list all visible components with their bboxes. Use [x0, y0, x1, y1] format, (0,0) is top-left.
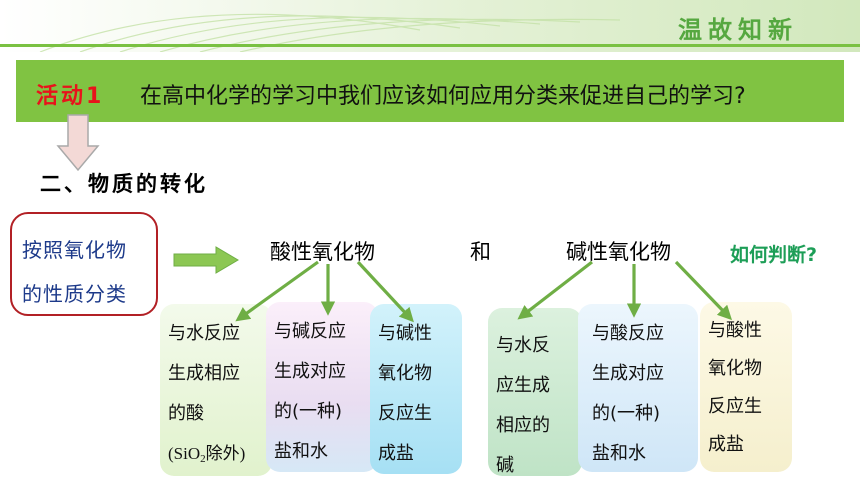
arrow-base-to-water-card [517, 260, 593, 320]
card-acid-oxide-basic-oxide: 与碱性 氧化物 反应生 成盐 [370, 304, 462, 474]
card-line: 的(一种) [274, 401, 343, 422]
card-line: 的酸 [168, 403, 204, 424]
header-decoration [39, 13, 621, 52]
card-acid-oxide-base: 与碱反应 生成对应 的(一种) 盐和水 [266, 302, 378, 472]
section-title: 二、物质的转化 [40, 172, 208, 196]
arrow-base-to-acidox-card [674, 260, 732, 321]
activity-question: 在高中化学的学习中我们应该如何应用分类来促进自己的学习? [140, 84, 746, 109]
card-line: 反应生 [708, 396, 762, 417]
card-line: 的(一种) [592, 403, 661, 424]
acidic-oxide-heading: 酸性氧化物 [270, 240, 375, 264]
card-line: 与水反 [496, 335, 550, 356]
header-rule [0, 44, 860, 47]
header-title: 温故知新 [678, 16, 798, 44]
card-line: 碱 [496, 455, 514, 476]
down-arrow-icon [56, 114, 100, 172]
card-line: 应生成 [496, 375, 550, 396]
card-line: 反应生 [378, 403, 432, 424]
sio2-exception-note: (SiO2除外) [168, 444, 246, 465]
arrow-acid-to-water-card [235, 260, 319, 322]
classify-line-1: 按照氧化物 [22, 238, 127, 262]
and-text: 和 [470, 240, 491, 264]
classify-box [10, 212, 158, 316]
activity-banner [16, 60, 844, 122]
card-line: 与酸性 [708, 320, 762, 341]
classify-line-2: 的性质分类 [22, 282, 127, 306]
header-band [0, 0, 860, 52]
card-line: 生成对应 [274, 361, 346, 382]
card-line: 与水反应 [168, 323, 240, 344]
card-line: 氧化物 [708, 358, 762, 379]
card-line: 成盐 [708, 434, 744, 455]
card-acid-oxide-water: 与水反应 生成相应 的酸 (SiO2除外) [160, 304, 272, 476]
card-line: 与碱性 [378, 323, 432, 344]
card-line: 盐和水 [592, 443, 646, 464]
activity-label: 活动1 [36, 84, 105, 109]
card-line: 成盐 [378, 443, 414, 464]
card-line: 生成相应 [168, 363, 240, 384]
basic-oxide-heading: 碱性氧化物 [566, 240, 671, 264]
card-basic-oxide-acidic-oxide: 与酸性 氧化物 反应生 成盐 [700, 302, 792, 472]
card-basic-oxide-acid: 与酸反应 生成对应 的(一种) 盐和水 [578, 304, 698, 472]
card-line: 生成对应 [592, 363, 664, 384]
arrow-acid-to-basicox-card [356, 260, 414, 323]
card-basic-oxide-water: 与水反 应生成 相应的 碱 [488, 308, 582, 476]
card-line: 相应的 [496, 415, 550, 436]
card-line: 与碱反应 [274, 321, 346, 342]
card-line: 氧化物 [378, 363, 432, 384]
card-line: 盐和水 [274, 441, 328, 462]
judge-question: 如何判断? [730, 244, 818, 266]
card-line: 与酸反应 [592, 323, 664, 344]
right-arrow-icon [173, 246, 239, 274]
